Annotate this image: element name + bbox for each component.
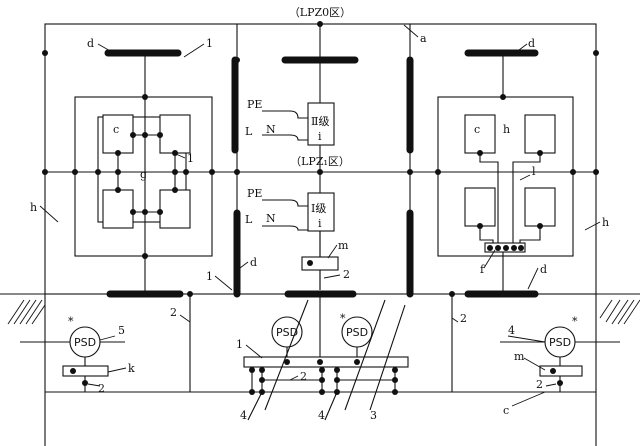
ground-hatching [7,299,640,325]
psd-label-center-right: PSD [346,326,368,339]
spd-upper-sub: i [318,130,322,143]
spd-upper-pe: PE [247,98,262,111]
label-5: 5 [118,324,125,337]
label-l-right: l [532,165,536,178]
label-c-bottom: c [503,404,509,417]
label-4-mid: 4 [318,409,325,422]
label-m-mid: m [338,239,349,252]
label-2-psdleft: 2 [98,382,105,395]
label-c-right: c [474,123,480,136]
label-4-left: 4 [240,409,247,422]
basement-right-nodes [550,368,563,386]
label-star-mid: * [340,312,346,325]
right-equipment-room [410,53,596,294]
label-star-left: * [68,315,74,328]
center-column-wiring [262,60,339,290]
label-d-left: d [87,37,94,50]
labels: （LPZ0区） （LPZ₁区） a d 1 d h h c g 1 c h l … [30,6,609,422]
label-4-right: 4 [508,324,515,337]
zone-label-lpz0: （LPZ0区） [289,6,351,19]
basement-center-bus [243,294,409,421]
left-room-nodes [42,50,240,297]
label-2-psdright: 2 [536,378,543,391]
label-d-mid: d [250,256,257,269]
spd-lower-n: N [266,212,276,225]
label-c-left: c [113,123,119,136]
label-3: 3 [370,409,377,422]
label-f: f [480,263,485,276]
label-2-ground-right: 2 [460,312,467,325]
spd-upper-n: N [266,123,276,136]
label-g: g [140,168,147,181]
spd-upper-l: L [245,125,253,138]
label-1-innerleft: 1 [187,152,194,165]
label-star-right: * [572,315,578,328]
spd-lower-l: L [245,213,253,226]
basement-left-psd [20,326,125,392]
spd-lower-pe: PE [247,187,262,200]
basement-center-nodes [249,291,455,395]
spd-upper-level: Ⅱ级 [311,115,329,128]
basement-left-nodes [70,291,193,386]
label-a: a [420,32,427,45]
label-d-right: d [528,37,535,50]
label-d-bottomright: d [540,263,547,276]
spd-lower-sub: i [318,217,322,230]
label-m-right: m [514,350,525,363]
label-1-top: 1 [206,37,213,50]
label-h-left: h [30,201,37,214]
psd-label-left: PSD [74,336,96,349]
basement-right-psd [500,326,620,392]
label-k: k [128,362,135,375]
label-2-bus: 2 [300,370,307,383]
label-2-ground-left: 2 [170,306,177,319]
label-1-ground: 1 [236,338,243,351]
label-h-right: h [602,216,609,229]
zone-label-lpz1: （LPZ₁区） [290,155,350,168]
label-h-inner: h [503,123,510,136]
psd-label-right: PSD [549,336,571,349]
label-1-bottomleft: 1 [206,270,213,283]
left-equipment-room [45,53,237,294]
spd-lower-level: Ⅰ级 [311,202,326,215]
label-2-mid: 2 [343,268,350,281]
psd-label-center-left: PSD [276,326,298,339]
right-room-nodes [435,50,599,297]
leader-lines [39,24,601,407]
center-nodes [42,21,599,297]
